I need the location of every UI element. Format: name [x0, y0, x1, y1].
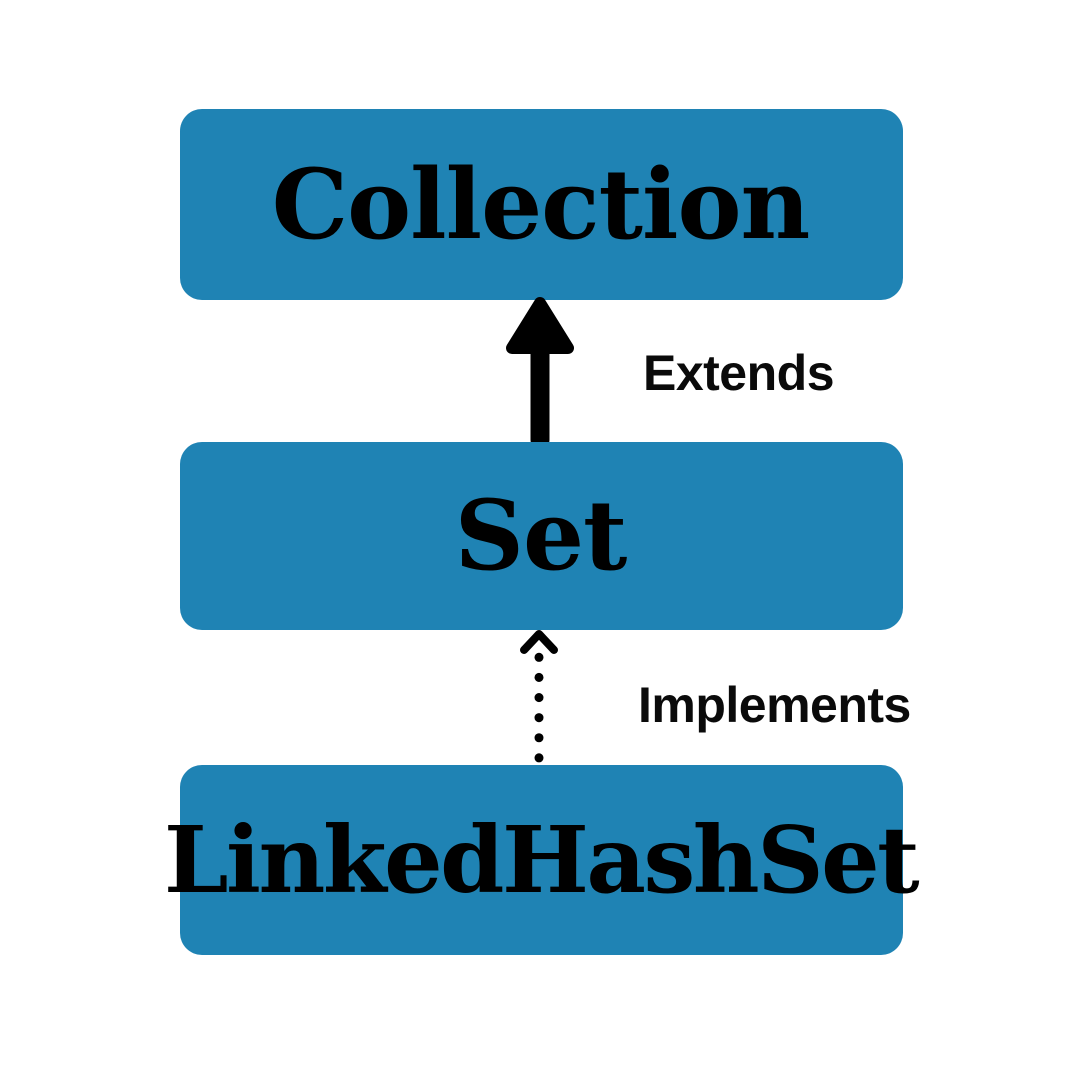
class-box-linkedhashset[interactable]: LinkedHashSet: [164, 765, 920, 955]
class-label-collection: Collection: [271, 147, 811, 261]
edge-label-extends: Extends: [643, 345, 835, 401]
extends-arrowhead: [506, 297, 574, 354]
edge-label-implements: Implements: [638, 677, 911, 733]
class-label-set: Set: [454, 479, 628, 592]
class-box-collection[interactable]: Collection: [180, 109, 903, 300]
implements-arrowhead: [520, 630, 558, 654]
class-label-linkedhashset: LinkedHashSet: [163, 806, 920, 914]
class-box-set[interactable]: Set: [180, 442, 903, 630]
